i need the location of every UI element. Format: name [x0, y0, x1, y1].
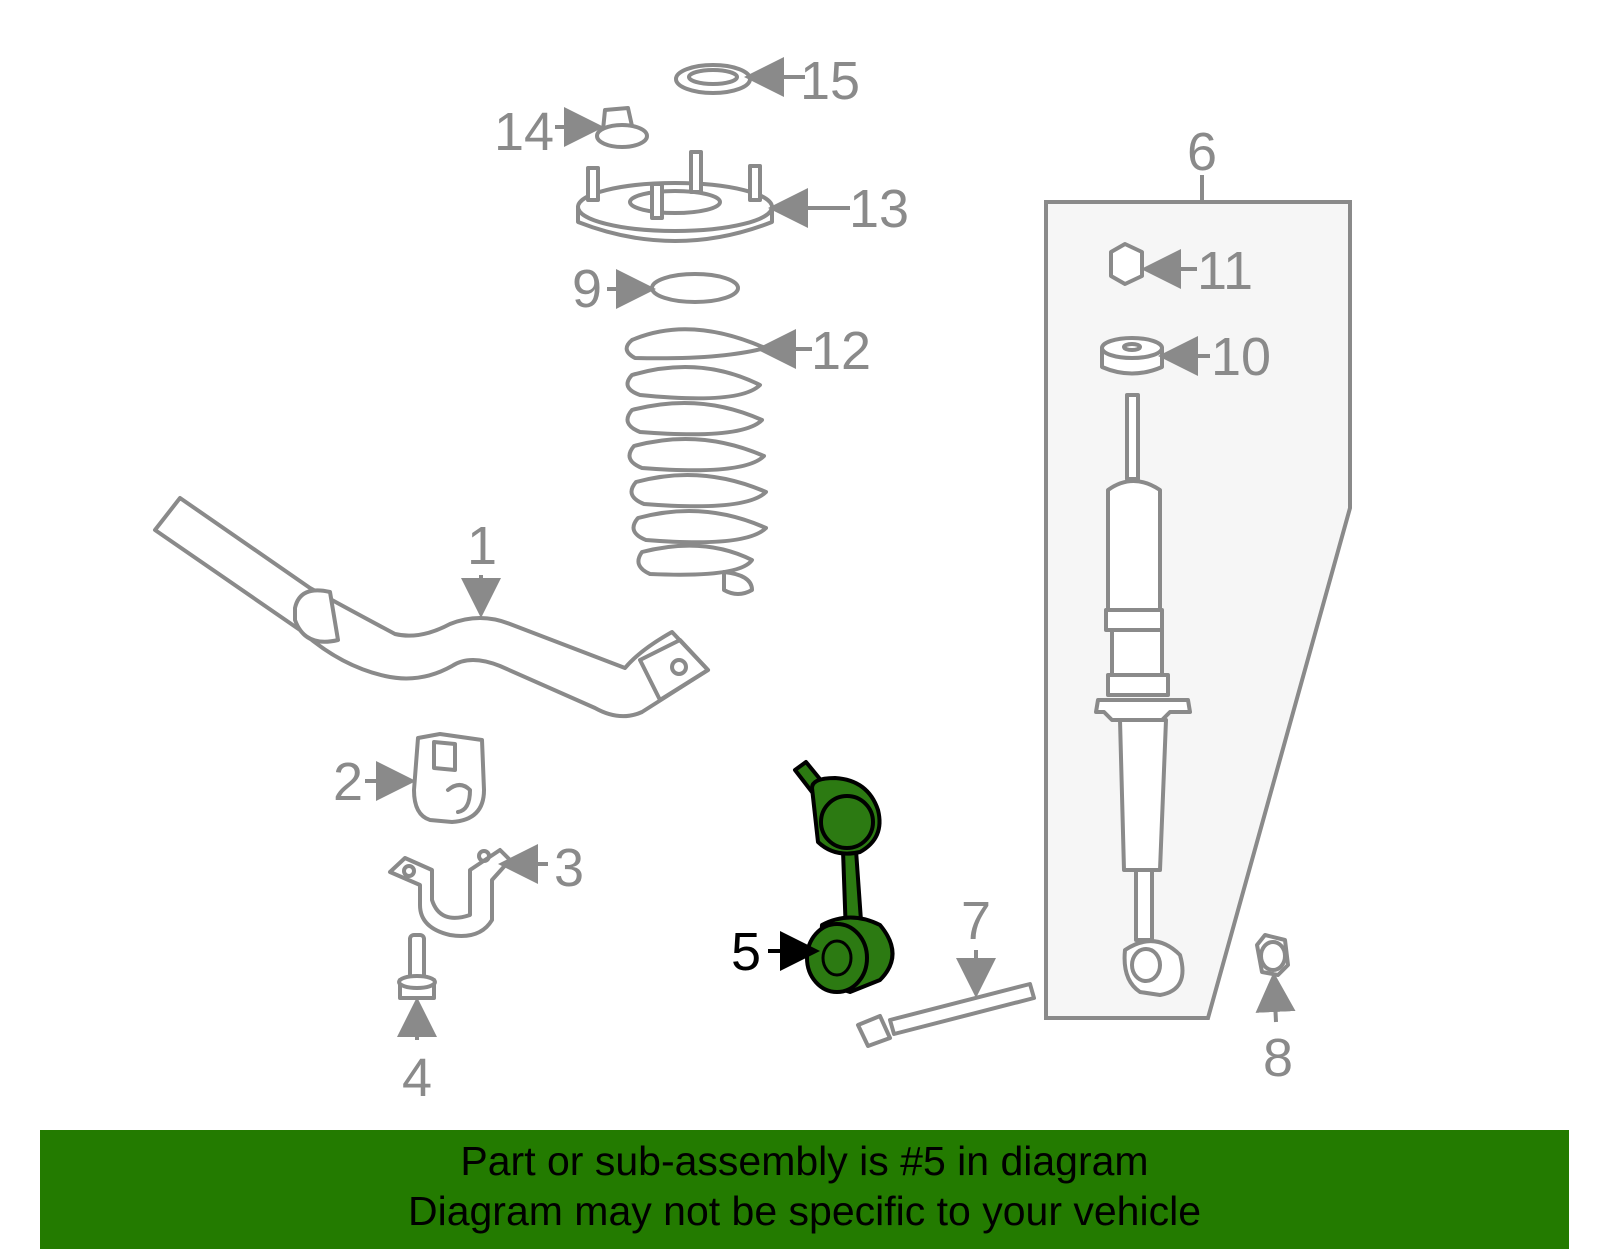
callout-11: 11: [1197, 241, 1253, 301]
part-5-stabilizer-link[interactable]: [768, 760, 895, 994]
part-10-insulator[interactable]: [1100, 336, 1210, 376]
callout-14: 14: [494, 102, 554, 162]
callout-12: 12: [811, 321, 871, 381]
callout-4: 4: [402, 1048, 432, 1108]
callout-3: 3: [554, 838, 584, 898]
part-6-shock-absorber[interactable]: [1094, 393, 1192, 997]
part-12-coil-spring[interactable]: [624, 327, 812, 596]
part-8-nut[interactable]: [1255, 933, 1296, 1023]
callout-5: 5: [731, 922, 761, 982]
part-9-oring[interactable]: [607, 269, 740, 309]
part-13-upper-mount[interactable]: [576, 150, 850, 243]
callout-7: 7: [961, 891, 991, 951]
part-2-bushing[interactable]: [365, 732, 486, 824]
part-3-bracket[interactable]: [388, 844, 548, 938]
callout-6: 6: [1187, 122, 1217, 182]
callout-13: 13: [849, 179, 909, 239]
banner-line-disclaimer: Diagram may not be specific to your vehi…: [407, 1188, 1201, 1234]
callout-1: 1: [467, 516, 497, 576]
shock-assembly-group: [1044, 175, 1352, 1020]
callout-8: 8: [1263, 1028, 1293, 1088]
part-14-nut[interactable]: [555, 106, 649, 149]
info-banner: Part or sub-assembly is #5 in diagram Di…: [40, 1130, 1569, 1249]
banner-line-part: Part or sub-assembly is #5 in diagram: [460, 1138, 1149, 1184]
callout-10: 10: [1211, 327, 1271, 387]
part-1-stabilizer-bar[interactable]: [153, 496, 710, 719]
callout-2: 2: [333, 752, 363, 812]
part-4-bolt[interactable]: [397, 933, 437, 1040]
callout-9: 9: [572, 259, 602, 319]
part-15-washer[interactable]: [674, 57, 805, 97]
part-11-nut[interactable]: [1109, 242, 1197, 289]
part-7-long-bolt[interactable]: [856, 950, 1036, 1048]
callout-15: 15: [800, 51, 860, 111]
